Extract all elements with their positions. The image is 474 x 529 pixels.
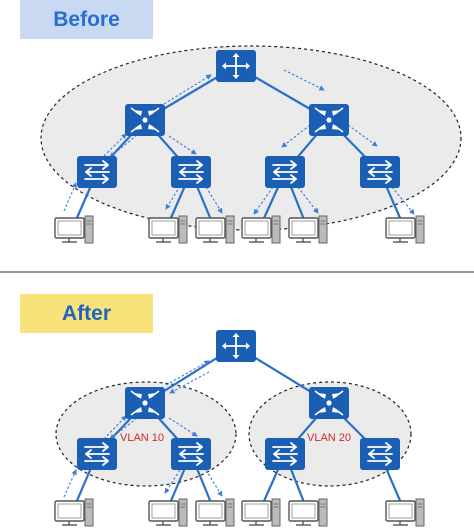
before-access-switch-icon (170, 155, 212, 189)
after-label: After (20, 294, 153, 333)
before-pc-icon (385, 215, 425, 244)
after-pc-icon (241, 498, 281, 527)
after-access-switch-icon (76, 437, 118, 471)
after-pc-icon (148, 498, 188, 527)
after-pc-icon (195, 498, 235, 527)
before-access-switch-icon (264, 155, 306, 189)
after-access-switch-icon (264, 437, 306, 471)
before-label: Before (20, 0, 153, 39)
before-broadcast-arrows (63, 69, 415, 215)
after-core-router-icon (215, 329, 257, 363)
before-aggregation-switch-icon (124, 103, 166, 137)
before-pc-icon (241, 215, 281, 244)
after-broadcast-arrows (63, 360, 223, 498)
before-access-switch-icon (76, 155, 118, 189)
after-links (71, 345, 406, 511)
after-pc-icon (385, 498, 425, 527)
after-aggregation-switch-icon (308, 386, 350, 420)
after-pc-icon (288, 498, 328, 527)
before-aggregation-switch-icon (308, 103, 350, 137)
before-pc-icon (148, 215, 188, 244)
before-pc-icon (54, 215, 94, 244)
before-core-router-icon (215, 49, 257, 83)
after-pc-icon (54, 498, 94, 527)
after-access-switch-icon (170, 437, 212, 471)
before-pc-icon (195, 215, 235, 244)
before-pc-icon (288, 215, 328, 244)
vlan-b-label: VLAN 20 (307, 432, 351, 444)
before-access-switch-icon (359, 155, 401, 189)
after-access-switch-icon (359, 437, 401, 471)
vlan-a-label: VLAN 10 (120, 432, 164, 444)
after-aggregation-switch-icon (124, 386, 166, 420)
